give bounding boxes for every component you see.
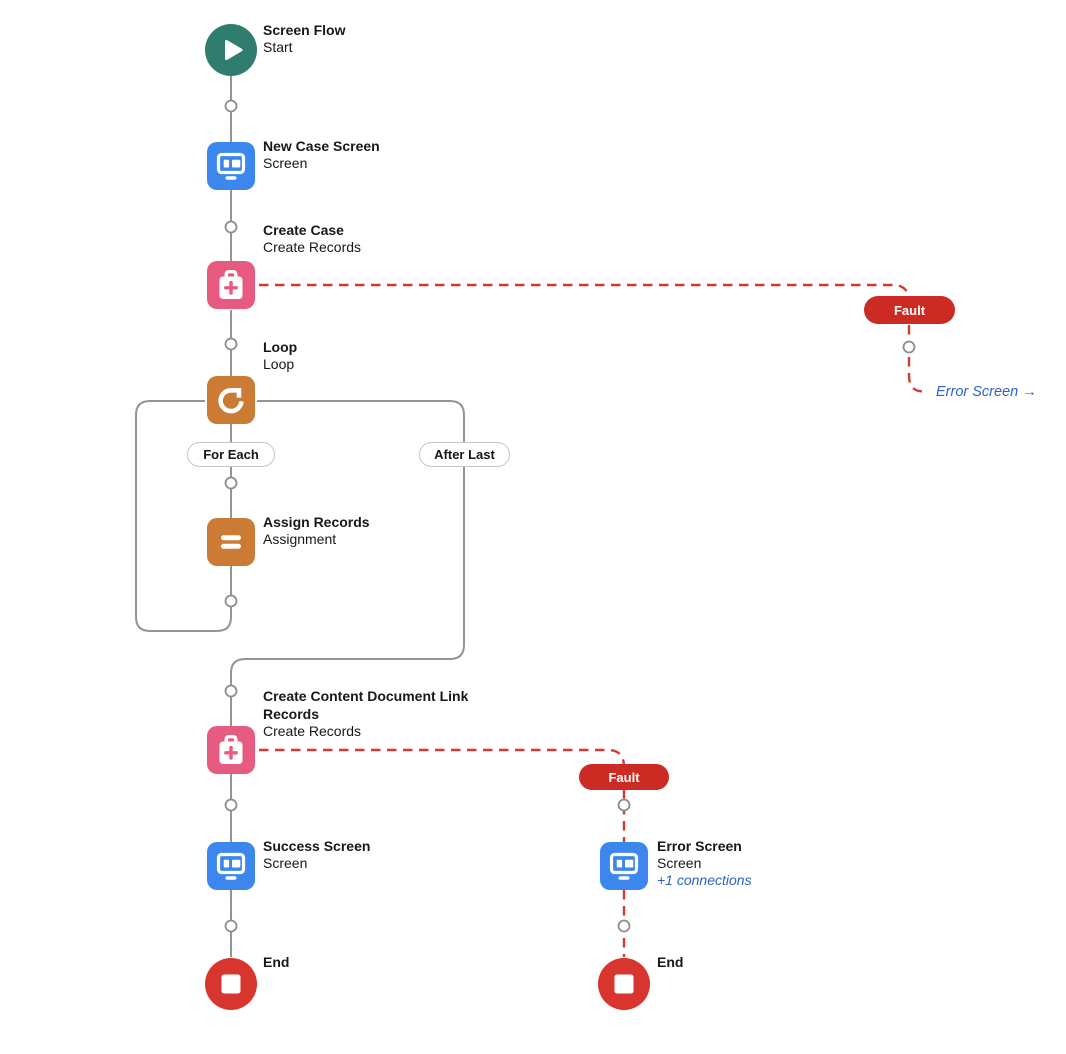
start-icon bbox=[205, 24, 257, 76]
node-title: Create Case bbox=[263, 222, 344, 238]
add-element-button[interactable] bbox=[902, 340, 916, 354]
label-create-case: Create Case Create Records bbox=[263, 221, 361, 256]
fault-badge-create-case: Fault bbox=[864, 296, 955, 324]
node-title: End bbox=[263, 954, 290, 970]
add-element-button[interactable] bbox=[224, 594, 238, 608]
node-start[interactable] bbox=[205, 24, 257, 76]
label-start: Screen Flow Start bbox=[263, 21, 345, 56]
label-loop: Loop Loop bbox=[263, 338, 297, 373]
fault-badge-label: Fault bbox=[608, 769, 640, 785]
add-element-button[interactable] bbox=[224, 476, 238, 490]
label-end-left: End bbox=[263, 953, 289, 971]
connector-loop-back bbox=[135, 400, 232, 632]
fault-badge-create-cdl: Fault bbox=[579, 764, 669, 790]
goto-error-screen-link[interactable]: Error Screen → bbox=[936, 384, 1037, 400]
node-title: End bbox=[657, 954, 684, 970]
label-success-screen: Success Screen Screen bbox=[263, 837, 370, 872]
label-assign-records: Assign Records Assignment bbox=[263, 513, 370, 548]
node-subtitle: Screen bbox=[263, 155, 308, 171]
screen-icon bbox=[207, 142, 255, 190]
label-new-case-screen: New Case Screen Screen bbox=[263, 137, 380, 172]
add-element-button[interactable] bbox=[224, 684, 238, 698]
add-element-button[interactable] bbox=[224, 337, 238, 351]
loop-icon bbox=[207, 376, 255, 424]
assignment-icon bbox=[207, 518, 255, 566]
fault-goto-connector bbox=[907, 325, 927, 394]
add-element-buttons[interactable] bbox=[224, 99, 916, 933]
node-create-content-document-link-records[interactable] bbox=[207, 726, 255, 774]
branch-badge-label: For Each bbox=[203, 447, 259, 462]
add-element-button[interactable] bbox=[224, 99, 238, 113]
end-icon bbox=[598, 958, 650, 1010]
node-title: Assign Records bbox=[263, 514, 370, 530]
node-assign-records[interactable] bbox=[207, 518, 255, 566]
node-loop[interactable] bbox=[207, 376, 255, 424]
fault-connector-createcdl bbox=[259, 748, 626, 768]
label-end-right: End bbox=[657, 953, 683, 971]
node-title: New Case Screen bbox=[263, 138, 380, 154]
add-element-button[interactable] bbox=[617, 798, 631, 812]
node-subtitle: Start bbox=[263, 39, 293, 55]
connector-after-last bbox=[230, 400, 465, 726]
solid-connectors bbox=[135, 76, 465, 957]
create-records-icon bbox=[207, 726, 255, 774]
node-subtitle: Create Records bbox=[263, 239, 362, 255]
node-title: Error Screen bbox=[657, 838, 742, 854]
node-end-right[interactable] bbox=[598, 958, 650, 1010]
screen-icon bbox=[207, 842, 255, 890]
node-new-case-screen[interactable] bbox=[207, 142, 255, 190]
node-subtitle: Create Records bbox=[263, 723, 362, 739]
node-title: Create Content Document Link Records bbox=[263, 688, 473, 722]
create-records-icon bbox=[207, 261, 255, 309]
add-element-button[interactable] bbox=[224, 220, 238, 234]
node-subtitle: Loop bbox=[263, 356, 295, 372]
node-title: Loop bbox=[263, 339, 298, 355]
end-icon bbox=[205, 958, 257, 1010]
node-connections-note: +1 connections bbox=[657, 872, 752, 888]
branch-badge-for-each: For Each bbox=[187, 442, 275, 467]
node-subtitle: Screen bbox=[263, 855, 308, 871]
add-element-button[interactable] bbox=[224, 919, 238, 933]
add-element-button[interactable] bbox=[617, 919, 631, 933]
node-subtitle: Screen bbox=[657, 855, 702, 871]
node-subtitle: Assignment bbox=[263, 531, 337, 547]
node-end-left[interactable] bbox=[205, 958, 257, 1010]
node-success-screen[interactable] bbox=[207, 842, 255, 890]
node-title: Success Screen bbox=[263, 838, 371, 854]
fault-badge-label: Fault bbox=[893, 302, 926, 318]
node-create-case[interactable] bbox=[207, 261, 255, 309]
add-element-button[interactable] bbox=[224, 798, 238, 812]
node-error-screen[interactable] bbox=[600, 842, 648, 890]
branch-badge-after-last: After Last bbox=[419, 442, 510, 467]
node-title: Screen Flow bbox=[263, 22, 346, 38]
label-error-screen: Error Screen Screen +1 connections bbox=[657, 837, 752, 889]
screen-icon bbox=[600, 842, 648, 890]
label-create-content-document-link-records: Create Content Document Link Records Cre… bbox=[263, 687, 487, 740]
branch-badge-label: After Last bbox=[434, 447, 495, 462]
fault-connector-createcase bbox=[259, 283, 911, 303]
